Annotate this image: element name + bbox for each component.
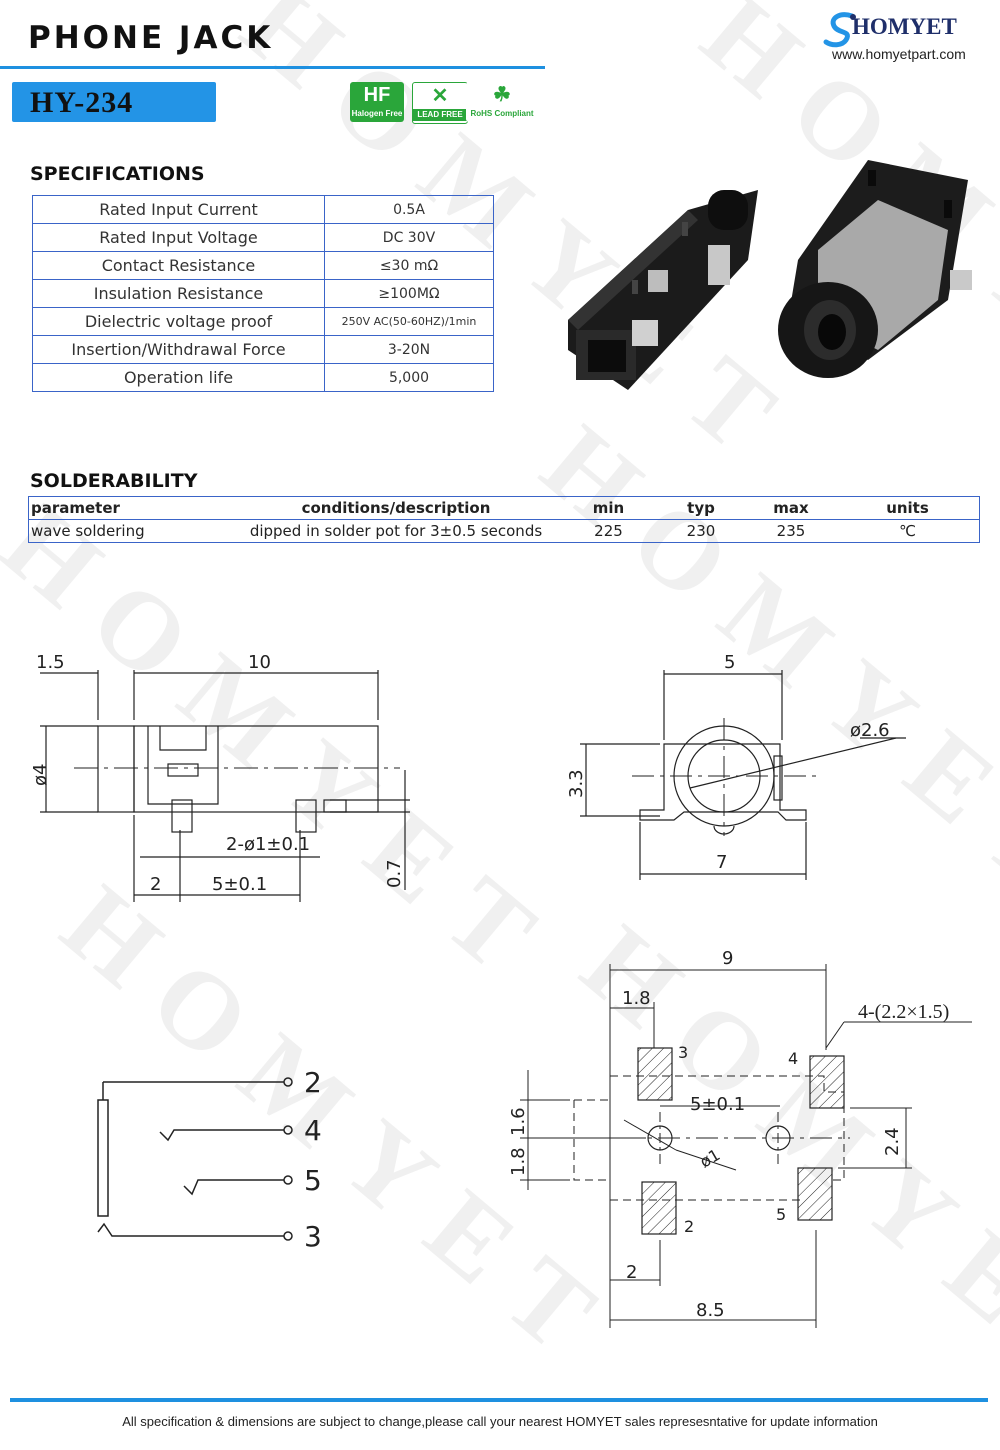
table-row: Insulation Resistance≥100MΩ (32, 279, 494, 308)
schematic-pin-4: 4 (304, 1114, 322, 1147)
footer-disclaimer: All specification & dimensions are subje… (122, 1414, 878, 1429)
title-rule (0, 66, 545, 69)
lead-free-icon: ✕ LEAD FREE (412, 82, 468, 124)
dim-9: 9 (722, 948, 733, 969)
brand-name: HOMYET (852, 14, 957, 39)
table-row: wave soldering dipped in solder pot for … (28, 519, 980, 543)
dim-7: 7 (716, 852, 727, 873)
front-view-drawing: 5 ø2.6 3.3 7 (566, 652, 906, 880)
brand-logo-icon (823, 12, 856, 48)
dim-2: 2 (150, 874, 161, 895)
solderability-title: SOLDERABILITY (30, 470, 198, 492)
schematic-pin-2: 2 (304, 1066, 322, 1099)
page-title: PHONE JACK (28, 20, 274, 56)
brand-url[interactable]: www.homyetpart.com (832, 46, 966, 62)
pad-label-2: 2 (684, 1217, 694, 1236)
dim-5: 5±0.1 (212, 874, 267, 895)
schematic-pin-5: 5 (304, 1164, 322, 1197)
solderability-table: parameter conditions/description min typ… (28, 496, 980, 543)
dim-10: 10 (248, 652, 271, 673)
rohs-icon: ☘ RoHS Compliant (466, 82, 538, 122)
dim-2-4: 2.4 (882, 1127, 903, 1156)
footer-rule (10, 1398, 988, 1402)
dim-diameter-4: ø4 (30, 764, 51, 786)
dim-5: 5 (724, 652, 735, 673)
table-header-row: parameter conditions/description min typ… (28, 496, 980, 520)
dim-2: 2 (626, 1262, 637, 1283)
pad-label-5: 5 (776, 1205, 786, 1224)
side-view-drawing: 1.5 10 ø4 2-ø1±0.1 2 5±0.1 0.7 (30, 652, 410, 902)
dim-1-8b: 1.8 (508, 1147, 529, 1176)
jack-right-image (778, 160, 972, 378)
pad-label-4: 4 (788, 1049, 798, 1068)
product-photo (568, 160, 972, 390)
halogen-free-icon: HF Halogen Free (350, 82, 404, 122)
dim-diameter-2-6: ø2.6 (850, 720, 890, 741)
pad-label-3: 3 (678, 1043, 688, 1062)
pcb-footprint-drawing: 9 1.8 4-(2.2×1.5) 5±0.1 1.6 1.8 ø1 2.4 2… (508, 948, 972, 1328)
model-number: HY-234 (30, 86, 134, 119)
jack-left-image (568, 190, 758, 390)
dim-hole: 2-ø1±0.1 (226, 834, 310, 855)
dim-1-5: 1.5 (36, 652, 65, 673)
specifications-title: SPECIFICATIONS (30, 163, 205, 185)
schematic-drawing: 2 4 5 3 (97, 1066, 322, 1253)
table-row: Contact Resistance≤30 mΩ (32, 251, 494, 280)
dim-hole-1: ø1 (697, 1145, 724, 1171)
dim-5-pitch: 5±0.1 (690, 1094, 745, 1115)
dim-1-8: 1.8 (622, 988, 651, 1009)
model-badge (12, 82, 216, 122)
schematic-pin-3: 3 (304, 1220, 322, 1253)
dim-0-7: 0.7 (384, 859, 405, 888)
dim-8-5: 8.5 (696, 1300, 725, 1321)
dim-3-3: 3.3 (566, 769, 587, 798)
dim-pad-size: 4-(2.2×1.5) (858, 1001, 949, 1023)
dim-1-6: 1.6 (508, 1107, 529, 1136)
